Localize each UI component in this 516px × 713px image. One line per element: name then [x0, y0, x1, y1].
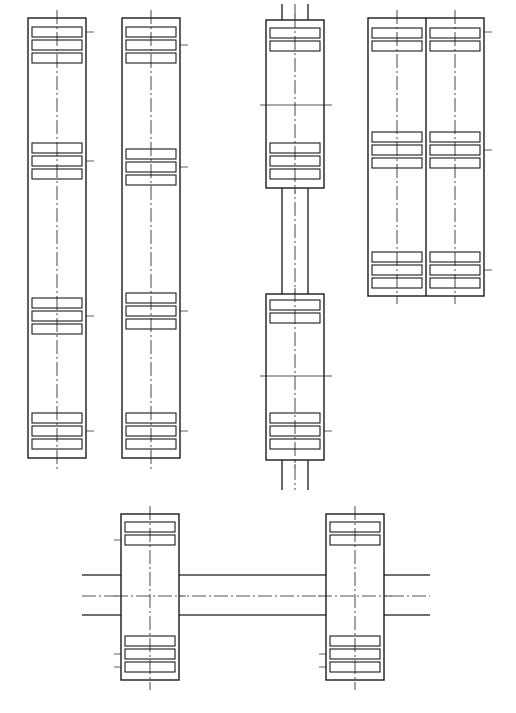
column-d-pad-group-1 [371, 27, 481, 52]
column-a-pad-group-2 [31, 142, 83, 180]
horizontal-right-pad-group-2 [329, 635, 381, 673]
column-c-lower-pad-group-1 [269, 299, 321, 324]
column-b-pad-group-1 [125, 26, 177, 64]
horizontal-left-pad-group-1 [124, 521, 176, 546]
column-a [27, 10, 94, 470]
horizontal-assembly [82, 506, 430, 690]
column-d-pad-group-3 [371, 251, 481, 289]
column-c-upper-pad-group-1 [269, 27, 321, 52]
column-b-pad-group-2 [125, 148, 177, 186]
horizontal-left-pad-group-2 [124, 635, 176, 673]
column-a-pad-group-3 [31, 297, 83, 335]
column-c-lower-pad-group-2 [269, 412, 321, 450]
column-c [260, 4, 332, 490]
column-d-pad-group-2 [371, 131, 481, 169]
horizontal-right-pad-group-1 [329, 521, 381, 546]
column-b [121, 10, 188, 470]
column-d [367, 10, 492, 304]
column-b-pad-group-4 [125, 412, 177, 450]
column-a-pad-group-1 [31, 26, 83, 64]
column-b-pad-group-3 [125, 292, 177, 330]
column-c-upper-pad-group-2 [269, 142, 321, 180]
column-a-pad-group-4 [31, 412, 83, 450]
